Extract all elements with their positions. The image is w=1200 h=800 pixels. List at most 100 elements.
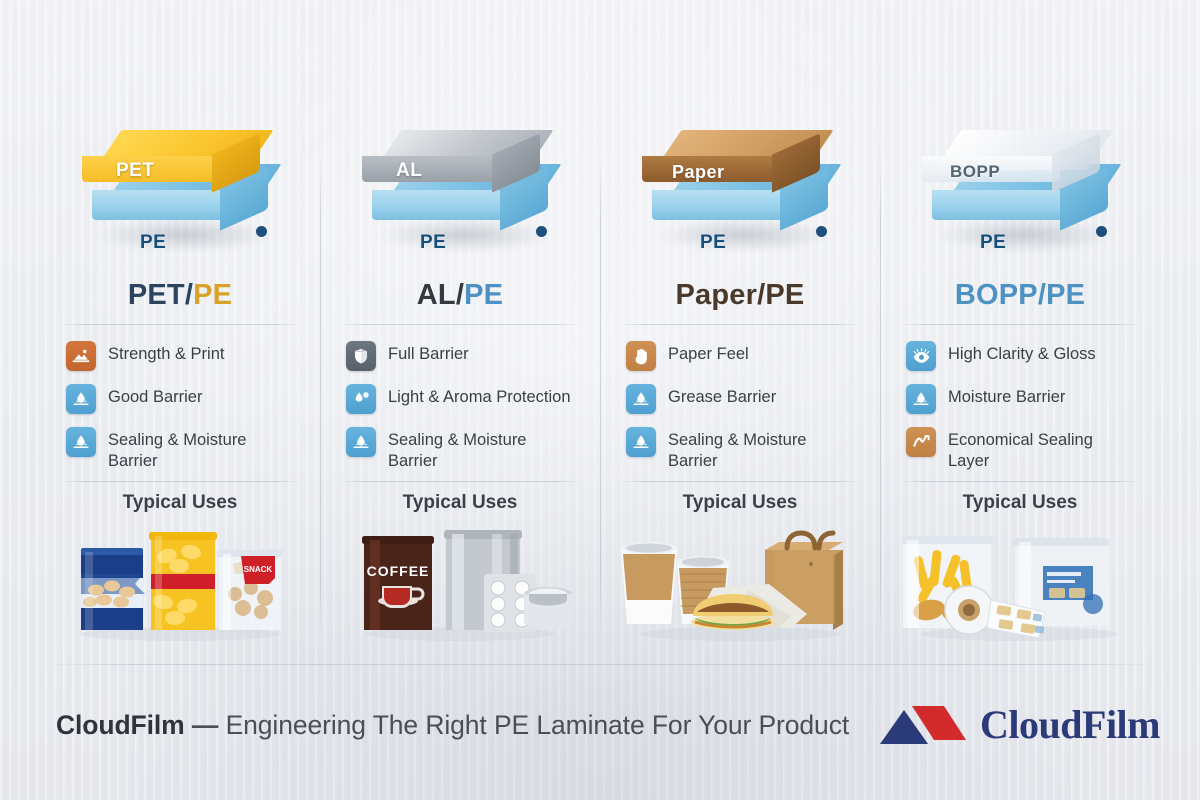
logo-blue-triangle <box>880 710 929 744</box>
feature-item[interactable]: Paper Feel <box>626 341 874 371</box>
block-shadow <box>96 218 274 252</box>
laminate-block-pet-pe: PE PET <box>40 110 320 270</box>
divider-rule <box>339 481 581 482</box>
water-droplet-barrier-icon <box>66 427 96 457</box>
typical-uses-title: Typical Uses <box>122 492 238 513</box>
feature-item[interactable]: Strength & Print <box>66 341 314 371</box>
title-secondary: PE <box>1046 278 1086 311</box>
feature-item[interactable]: Good Barrier <box>66 384 314 414</box>
title-secondary: PE <box>193 278 233 311</box>
water-droplet-barrier-icon <box>66 384 96 414</box>
feature-label: Economical Sealing Layer <box>948 431 1093 470</box>
block-shadow <box>656 218 834 252</box>
feature-label: Sealing & Moisture Barrier <box>388 431 527 470</box>
cloudfilm-logo[interactable]: CloudFilm <box>874 702 1160 748</box>
laminate-block-paper-pe: PE Paper <box>600 110 880 270</box>
feature-item[interactable]: Grease Barrier <box>626 384 874 414</box>
feature-item[interactable]: Sealing & Moisture Barrier <box>346 427 594 471</box>
divider-rule <box>59 324 301 325</box>
light-aroma-icon <box>346 384 376 414</box>
feature-label: Light & Aroma Protection <box>388 388 571 406</box>
footer-dash: — <box>191 709 219 740</box>
water-droplet-barrier-icon <box>906 384 936 414</box>
feature-label: Sealing & Moisture Barrier <box>108 431 247 470</box>
water-droplet-barrier-icon <box>626 384 656 414</box>
laminate-block-bopp-pe: PE BOPP <box>880 110 1160 270</box>
divider-rule <box>619 481 861 482</box>
title-primary: PET <box>127 278 185 311</box>
column-pet-pe[interactable]: PE PET PET/PE Strength & Print <box>40 110 320 650</box>
typical-uses-title: Typical Uses <box>682 492 798 513</box>
feature-item[interactable]: Sealing & Moisture Barrier <box>66 427 314 471</box>
column-title-al-pe: AL/PE <box>417 272 503 318</box>
feature-list-bopp-pe: High Clarity & Gloss Moisture Barrier Ec… <box>880 325 1160 475</box>
title-slash: / <box>455 278 465 311</box>
column-paper-pe[interactable]: PE Paper Paper/PE Paper Feel <box>600 110 880 650</box>
layer-dot <box>1096 226 1107 237</box>
top-material-layer: BOPP <box>922 130 1114 193</box>
footer-brand-name: CloudFilm <box>56 709 185 740</box>
divider-rule <box>339 324 581 325</box>
svg-text:SNACK: SNACK <box>244 565 273 574</box>
divider-rule <box>899 481 1141 482</box>
feature-label: Grease Barrier <box>668 388 777 406</box>
layer-dot <box>816 226 827 237</box>
column-al-pe[interactable]: PE AL AL/PE Full Barrier <box>320 110 600 650</box>
top-material-layer: PET <box>82 130 274 193</box>
svg-text:COFFEE: COFFEE <box>367 563 430 579</box>
typical-uses-art-snack-bags: SNACK <box>40 518 320 646</box>
feature-item[interactable]: Sealing & Moisture Barrier <box>626 427 874 471</box>
block-shadow <box>376 218 554 252</box>
economical-seal-icon <box>906 427 936 457</box>
feature-label: High Clarity & Gloss <box>948 345 1096 363</box>
feature-label: Moisture Barrier <box>948 388 1066 406</box>
top-material-layer: AL <box>362 130 554 193</box>
feature-list-paper-pe: Paper Feel Grease Barrier Sealing & Mois… <box>600 325 880 475</box>
feature-label: Full Barrier <box>388 345 469 363</box>
typical-uses-art-coffee-pharma: COFFEE <box>320 518 600 646</box>
footer-divider <box>40 664 1160 665</box>
title-slash: / <box>757 278 766 311</box>
laminate-columns: PE PET PET/PE Strength & Print <box>40 110 1160 650</box>
cloudfilm-logo-mark <box>874 702 970 748</box>
feature-item[interactable]: Economical Sealing Layer <box>906 427 1154 471</box>
title-slash: / <box>1037 278 1047 311</box>
logo-red-parallelogram <box>912 706 967 740</box>
feature-item[interactable]: Light & Aroma Protection <box>346 384 594 414</box>
eye-clarity-icon <box>906 341 936 371</box>
column-title-paper-pe: Paper/PE <box>676 272 805 318</box>
column-title-bopp-pe: BOPP/PE <box>955 272 1085 318</box>
title-secondary: PE <box>765 278 805 311</box>
column-bopp-pe[interactable]: PE BOPP BOPP/PE High Clarity & Glo <box>880 110 1160 650</box>
feature-list-pet-pe: Strength & Print Good Barrier Sealing & … <box>40 325 320 475</box>
typical-uses-art-clear-bags-label-roll <box>880 518 1160 646</box>
typical-uses-title: Typical Uses <box>962 492 1078 513</box>
feature-item[interactable]: High Clarity & Gloss <box>906 341 1154 371</box>
layer-dot <box>536 226 547 237</box>
water-droplet-barrier-icon <box>346 427 376 457</box>
pe-layer: PE <box>652 164 842 253</box>
title-slash: / <box>184 278 194 311</box>
typical-uses-title: Typical Uses <box>402 492 518 513</box>
typical-uses-art-cups-bag-burger <box>600 518 880 646</box>
column-title-pet-pe: PET/PE <box>128 272 232 318</box>
laminate-block-al-pe: PE AL <box>320 110 600 270</box>
footer-tagline-text: Engineering The Right PE Laminate For Yo… <box>225 709 850 740</box>
feature-label: Paper Feel <box>668 345 749 363</box>
title-primary: AL <box>416 278 456 311</box>
footer-tagline: CloudFilm — Engineering The Right PE Lam… <box>56 710 849 741</box>
feature-list-al-pe: Full Barrier Light & Aroma Protection Se… <box>320 325 600 475</box>
feature-label: Good Barrier <box>108 388 203 406</box>
feature-item[interactable]: Moisture Barrier <box>906 384 1154 414</box>
title-primary: Paper <box>675 278 758 311</box>
divider-rule <box>619 324 861 325</box>
footer-bar: CloudFilm — Engineering The Right PE Lam… <box>0 690 1200 760</box>
hand-paper-feel-icon <box>626 341 656 371</box>
divider-rule <box>899 324 1141 325</box>
layer-dot <box>256 226 267 237</box>
divider-rule <box>59 481 301 482</box>
feature-item[interactable]: Full Barrier <box>346 341 594 371</box>
water-droplet-barrier-icon <box>626 427 656 457</box>
cloudfilm-logo-text: CloudFilm <box>980 702 1160 747</box>
